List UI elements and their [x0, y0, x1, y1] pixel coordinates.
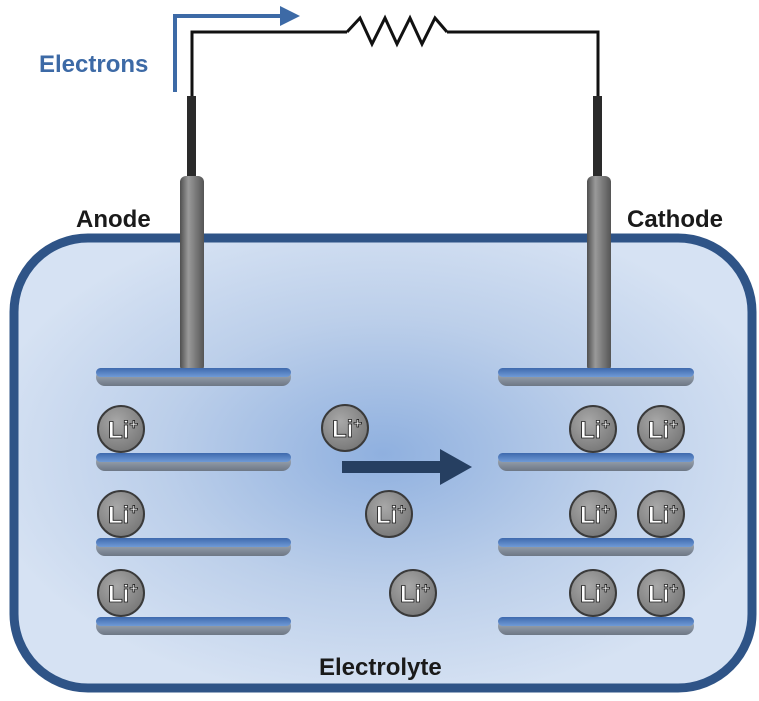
- ion-circle: [569, 490, 617, 538]
- cathode-plate-top: [498, 538, 694, 547]
- cathode-lead: [593, 96, 602, 180]
- ion-label: Li+: [580, 580, 610, 608]
- ion-charge: +: [601, 501, 610, 518]
- ion-charge: +: [129, 501, 138, 518]
- ion-circle: [637, 405, 685, 453]
- ion-circle: [365, 490, 413, 538]
- ion-charge: +: [129, 580, 138, 597]
- ion-circle: [637, 569, 685, 617]
- cathode-label: Cathode: [627, 206, 723, 233]
- ion-circle: [569, 405, 617, 453]
- lithium-ion: Li+: [321, 404, 369, 452]
- anode-label: Anode: [76, 206, 151, 233]
- resistor: [345, 14, 449, 48]
- ion-migration-arrow: [342, 449, 472, 485]
- ion-circle: [97, 569, 145, 617]
- ion-charge: +: [601, 580, 610, 597]
- ion-circle: [321, 404, 369, 452]
- external-wire-right: [447, 30, 600, 100]
- ion-circle: [637, 490, 685, 538]
- anode-plates: [96, 368, 291, 635]
- ion-circle: [97, 490, 145, 538]
- external-wire: [190, 30, 347, 100]
- lithium-ion: Li+: [97, 490, 145, 538]
- lithium-ion: Li+: [637, 490, 685, 538]
- ion-circle: [389, 569, 437, 617]
- ion-charge: +: [421, 580, 430, 597]
- ion-charge: +: [353, 415, 362, 432]
- lithium-ion: Li+: [365, 490, 413, 538]
- ion-label: Li+: [108, 580, 138, 608]
- ion-charge: +: [397, 501, 406, 518]
- lithium-ion: Li+: [569, 405, 617, 453]
- ion-circle: [97, 405, 145, 453]
- electrolyte-label: Electrolyte: [319, 654, 442, 681]
- electrons-label: Electrons: [39, 51, 148, 78]
- anode-plate-top: [96, 617, 291, 626]
- anode-plate-top: [96, 453, 291, 462]
- lithium-ion: Li+: [637, 405, 685, 453]
- ion-charge: +: [601, 416, 610, 433]
- lithium-ion: Li+: [569, 569, 617, 617]
- cathode-plate-top: [498, 453, 694, 462]
- cathode-plate-top: [498, 368, 694, 377]
- electron-flow-arrow: [173, 6, 300, 92]
- anode-rod: [180, 176, 204, 372]
- ion-charge: +: [669, 501, 678, 518]
- ion-circle: [569, 569, 617, 617]
- cathode-plate-top: [498, 617, 694, 626]
- anode-plate-top: [96, 538, 291, 547]
- lithium-ion: Li+: [97, 569, 145, 617]
- ion-label: Li+: [648, 416, 678, 444]
- lithium-ion: Li+: [637, 569, 685, 617]
- cathode-rod: [587, 176, 611, 372]
- ion-charge: +: [669, 580, 678, 597]
- ion-label: Li+: [108, 501, 138, 529]
- anode-lead: [187, 96, 196, 180]
- cathode-plates: [498, 368, 694, 635]
- lithium-ion: Li+: [569, 490, 617, 538]
- lithium-ions: Li+ Li+ Li+ Li+ Li+ Li+ Li+ Li+ Li+ Li+ Li+ Li+: [97, 404, 685, 617]
- lithium-ion: Li+: [97, 405, 145, 453]
- lithium-ion: Li+: [389, 569, 437, 617]
- ion-charge: +: [129, 416, 138, 433]
- anode-plate-top: [96, 368, 291, 377]
- ion-charge: +: [669, 416, 678, 433]
